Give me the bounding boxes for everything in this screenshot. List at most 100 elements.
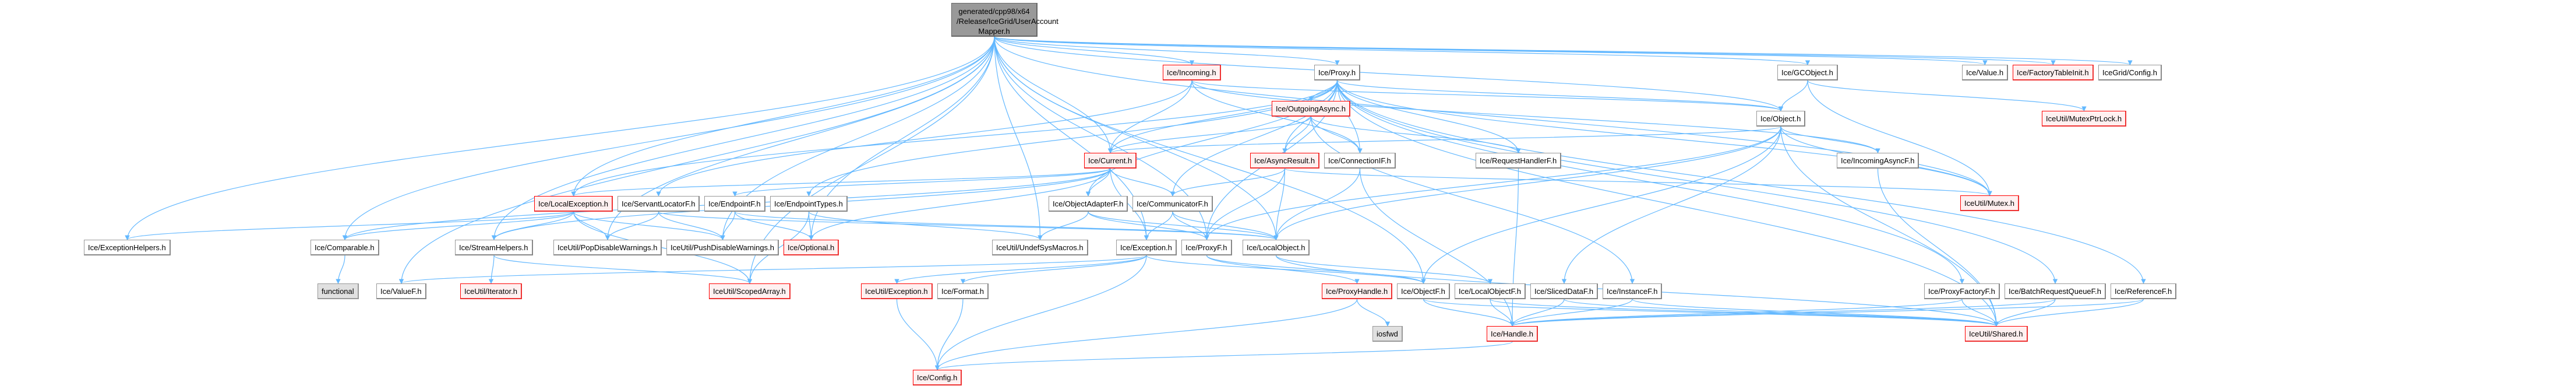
node-communicatorf[interactable]: Ice/CommunicatorF.h xyxy=(1132,196,1213,212)
edge-outgoingasync-to-instancef xyxy=(1310,116,1635,284)
edge-object-to-sliceddataf xyxy=(1561,126,1781,284)
node-iterator[interactable]: IceUtil/Iterator.h xyxy=(460,283,523,299)
node-sliceddataf[interactable]: Ice/SlicedDataF.h xyxy=(1530,283,1598,299)
node-factorytableinit[interactable]: Ice/FactoryTableInit.h xyxy=(2013,65,2094,80)
edge-referencef-to-handle xyxy=(1510,299,2144,327)
edge-root-to-exceptionhelpers xyxy=(125,36,995,240)
edge-localobject-to-localobjectf xyxy=(1275,255,1493,284)
edge-streamhelpers-to-scopedarray xyxy=(493,255,753,284)
edge-object-to-current xyxy=(1108,126,1781,153)
edge-current-to-optional xyxy=(809,168,1111,240)
node-iosfwd[interactable]: iosfwd xyxy=(1372,326,1403,342)
edge-batchrequestqueuef-to-shared xyxy=(1993,299,2056,327)
node-format[interactable]: Ice/Format.h xyxy=(937,283,989,299)
edge-proxyf-to-objectf xyxy=(1206,255,1426,284)
node-proxyfactoryf[interactable]: Ice/ProxyFactoryF.h xyxy=(1924,283,2000,299)
edge-current-to-communicatorf xyxy=(1110,168,1176,197)
edge-incomingasyncf-to-shared xyxy=(1877,168,1999,327)
edge-gcobject-to-mutexptrlock xyxy=(1807,80,2087,111)
node-config[interactable]: Ice/Config.h xyxy=(913,370,962,386)
edge-exception-to-config xyxy=(934,255,1147,370)
edge-object-to-incomingasyncf xyxy=(1780,126,1880,153)
node-connectionif[interactable]: Ice/ConnectionIF.h xyxy=(1324,153,1396,169)
node-exception[interactable]: Ice/Exception.h xyxy=(1116,240,1177,255)
node-instancef[interactable]: Ice/InstanceF.h xyxy=(1603,283,1663,299)
node-batchrequestqueuef[interactable]: Ice/BatchRequestQueueF.h xyxy=(2005,283,2106,299)
node-incomingasyncf[interactable]: Ice/IncomingAsyncF.h xyxy=(1837,153,1919,169)
node-objectadapterf[interactable]: Ice/ObjectAdapterF.h xyxy=(1049,196,1128,212)
edge-proxy-to-communicatorf xyxy=(1170,80,1338,197)
node-requesthandlerf[interactable]: Ice/RequestHandlerF.h xyxy=(1476,153,1562,169)
node-comparable[interactable]: Ice/Comparable.h xyxy=(310,240,379,255)
edge-localexception-to-streamhelpers xyxy=(491,211,574,240)
edge-proxy-to-batchrequestqueuef xyxy=(1336,80,2058,284)
node-localexception[interactable]: Ice/LocalException.h xyxy=(534,196,613,212)
node-proxy[interactable]: Ice/Proxy.h xyxy=(1314,65,1361,80)
node-icegrid-config[interactable]: IceGrid/Config.h xyxy=(2098,65,2162,80)
node-pushdisablewarnings[interactable]: IceUtil/PushDisableWarnings.h xyxy=(666,240,779,255)
edge-object-to-objectf xyxy=(1421,126,1781,284)
edge-incoming-to-current xyxy=(1107,80,1192,153)
edge-servantlocatorf-to-pushdisable xyxy=(658,211,725,240)
edge-servantlocatorf-to-popdisable xyxy=(605,211,659,240)
edge-asyncresult-to-communicatorf xyxy=(1170,168,1286,197)
edge-root-to-value xyxy=(994,36,1988,65)
edge-object-to-localobject xyxy=(1273,126,1781,240)
node-streamhelpers[interactable]: Ice/StreamHelpers.h xyxy=(455,240,533,255)
edge-proxy-to-shared xyxy=(1336,80,1999,327)
node-gcobject[interactable]: Ice/GCObject.h xyxy=(1777,65,1838,80)
edge-root-to-streamhelpers xyxy=(491,36,995,240)
edge-proxyhandle-to-config xyxy=(934,299,1358,370)
edge-root-to-mutex xyxy=(994,36,1992,196)
node-handle[interactable]: Ice/Handle.h xyxy=(1487,326,1538,342)
node-endpointtypes[interactable]: Ice/EndpointTypes.h xyxy=(770,196,848,212)
node-mutex[interactable]: IceUtil/Mutex.h xyxy=(1960,195,2019,211)
node-shared[interactable]: IceUtil/Shared.h xyxy=(1965,326,2028,342)
edge-endpointf-to-pushdisable xyxy=(720,211,736,240)
edge-exception-to-format xyxy=(960,255,1147,284)
node-object[interactable]: Ice/Object.h xyxy=(1756,111,1806,127)
edge-root-to-undefsysmacros xyxy=(994,36,1043,240)
edge-comparable-to-functional xyxy=(336,255,345,284)
node-asyncresult[interactable]: Ice/AsyncResult.h xyxy=(1250,153,1320,169)
node-endpointf[interactable]: Ice/EndpointF.h xyxy=(704,196,765,212)
node-current[interactable]: Ice/Current.h xyxy=(1084,153,1137,169)
edge-endpointtypes-to-undefsysmacros xyxy=(808,211,1043,240)
edge-incoming-to-connectionif xyxy=(1191,80,1363,153)
node-optional[interactable]: Ice/Optional.h xyxy=(784,240,839,255)
edge-root-to-icegridconfig xyxy=(994,36,2133,65)
edge-current-to-localexception xyxy=(571,168,1111,197)
node-localobjectf[interactable]: Ice/LocalObjectF.h xyxy=(1455,283,1526,299)
node-undefsysmacros[interactable]: IceUtil/UndefSysMacros.h xyxy=(992,240,1088,255)
edge-proxyhandle-to-iosfwd xyxy=(1356,299,1391,327)
edge-objectadapterf-to-proxyf xyxy=(1088,211,1209,240)
edge-referencef-to-shared xyxy=(1993,299,2144,327)
edge-asyncresult-to-localobject xyxy=(1273,168,1286,240)
edge-objectadapterf-to-localobject xyxy=(1088,211,1279,240)
edge-communicatorf-to-localobject xyxy=(1172,211,1279,240)
node-functional[interactable]: functional xyxy=(317,283,359,299)
node-mutexptrlock[interactable]: IceUtil/MutexPtrLock.h xyxy=(2042,111,2127,127)
edge-asyncresult-to-proxyf xyxy=(1204,168,1286,240)
node-referencef[interactable]: Ice/ReferenceF.h xyxy=(2111,283,2177,299)
edge-object-to-proxyf xyxy=(1204,126,1781,240)
node-exceptionhelpers[interactable]: Ice/ExceptionHelpers.h xyxy=(84,240,171,255)
edge-utilexception-to-config xyxy=(896,299,940,370)
node-outgoingasync[interactable]: Ice/OutgoingAsync.h xyxy=(1272,101,1350,117)
node-servantlocatorf[interactable]: Ice/ServantLocatorF.h xyxy=(617,196,700,212)
node-popdisablewarnings[interactable]: IceUtil/PopDisableWarnings.h xyxy=(553,240,662,255)
node-value[interactable]: Ice/Value.h xyxy=(1962,65,2009,80)
edge-root-to-incoming xyxy=(994,36,1195,65)
node-iceutil-exception[interactable]: IceUtil/Exception.h xyxy=(861,283,933,299)
node-incoming[interactable]: Ice/Incoming.h xyxy=(1163,65,1221,80)
edge-proxy-to-object xyxy=(1336,80,1783,111)
node-scopedarray[interactable]: IceUtil/ScopedArray.h xyxy=(709,283,791,299)
node-localobject[interactable]: Ice/LocalObject.h xyxy=(1243,240,1310,255)
node-valuef[interactable]: Ice/ValueF.h xyxy=(376,283,426,299)
root-node-useraccountmapper[interactable]: generated/cpp98/x64 /Release/IceGrid/Use… xyxy=(951,3,1058,37)
edge-root-to-valuef xyxy=(398,36,995,284)
node-proxyhandle[interactable]: Ice/ProxyHandle.h xyxy=(1322,283,1393,299)
edge-proxyf-to-proxyhandle xyxy=(1206,255,1360,284)
node-proxyf[interactable]: Ice/ProxyF.h xyxy=(1181,240,1232,255)
node-objectf[interactable]: Ice/ObjectF.h xyxy=(1397,283,1450,299)
